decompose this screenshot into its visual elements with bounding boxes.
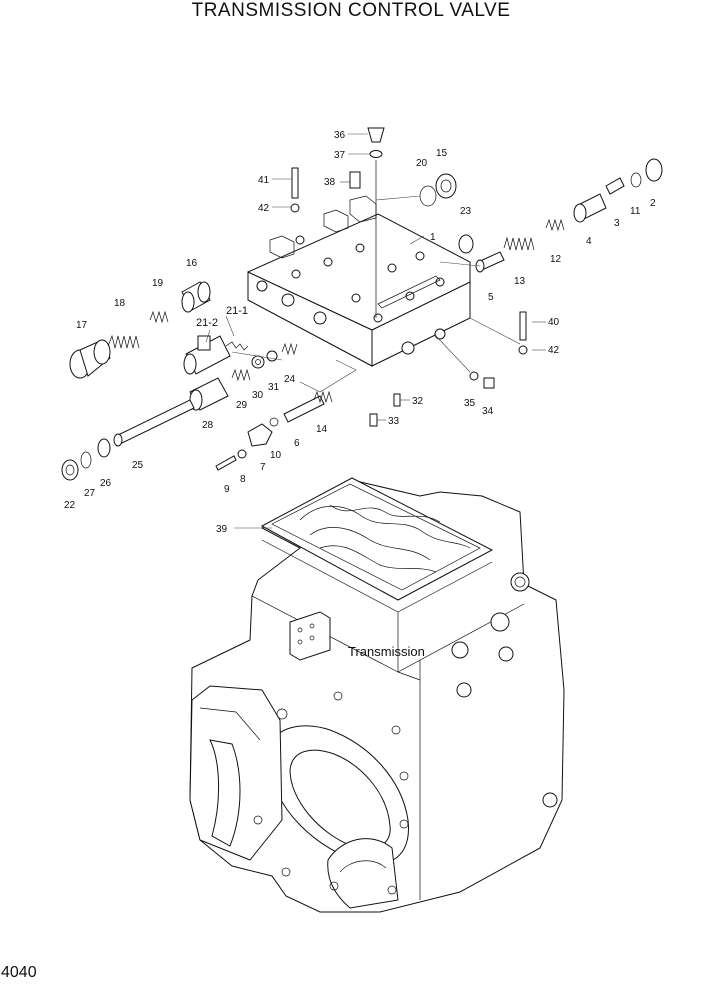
washer-30 (251, 355, 265, 369)
ring-27 (80, 451, 92, 469)
callout-21-2: 21-2 (196, 317, 218, 329)
callout-6: 6 (294, 438, 300, 449)
transmission-housing (189, 477, 565, 913)
callout-20: 20 (416, 158, 428, 169)
ring-10 (269, 417, 279, 427)
spring-29 (231, 368, 251, 382)
ring-35 (469, 371, 479, 381)
callout-2: 2 (650, 198, 656, 209)
plug-2 (645, 158, 663, 182)
page-number: 4040 (1, 964, 37, 981)
callout-8: 8 (240, 474, 246, 485)
callout-38: 38 (324, 177, 336, 188)
callout-23: 23 (460, 206, 472, 217)
callout-24: 24 (284, 374, 296, 385)
solenoid-21-1 (225, 341, 249, 351)
callout-36: 36 (334, 130, 346, 141)
callout-3: 3 (614, 218, 620, 229)
callout-17: 17 (76, 320, 88, 331)
cover-7 (247, 423, 273, 447)
cap-36 (367, 127, 385, 143)
callout-42b: 42 (548, 345, 560, 356)
callout-28: 28 (202, 420, 214, 431)
washer-42b (518, 345, 528, 355)
sleeve-28 (189, 377, 229, 411)
pin-3 (605, 177, 625, 195)
callout-41: 41 (258, 175, 270, 186)
callout-15: 15 (436, 148, 448, 159)
callout-37: 37 (334, 150, 346, 161)
bolt-41 (291, 167, 299, 199)
sleeve-16 (181, 281, 211, 313)
callout-42: 42 (258, 203, 270, 214)
callout-25: 25 (132, 460, 144, 471)
fitting-34 (483, 377, 495, 389)
callout-39: 39 (216, 524, 228, 535)
plug-4 (573, 193, 607, 223)
valve-body (247, 195, 471, 367)
callout-34: 34 (482, 406, 494, 417)
spool-6 (283, 395, 325, 423)
callout-4: 4 (586, 236, 592, 247)
ring-37 (369, 150, 383, 158)
spring-18 (107, 334, 140, 349)
plug-22 (61, 459, 79, 481)
callout-22: 22 (64, 500, 76, 511)
ring-31 (266, 350, 278, 362)
bolt-40 (519, 311, 527, 341)
callout-18: 18 (114, 298, 126, 309)
plug-23 (458, 234, 474, 254)
callout-5: 5 (488, 292, 494, 303)
callout-19: 19 (152, 278, 164, 289)
plug-15 (435, 173, 457, 199)
spring-24 (281, 342, 298, 356)
plug-33 (369, 413, 378, 427)
callout-16: 16 (186, 258, 198, 269)
callout-11: 11 (630, 206, 641, 217)
plug-32 (393, 393, 401, 407)
ring-26 (97, 438, 111, 458)
callout-29: 29 (236, 400, 248, 411)
spool-25 (113, 399, 195, 447)
plug-17 (69, 339, 111, 379)
transmission-label: Transmission (348, 644, 425, 659)
callout-10: 10 (270, 450, 282, 461)
callout-9: 9 (224, 484, 230, 495)
callout-7: 7 (260, 462, 266, 473)
callout-12: 12 (550, 254, 562, 265)
callout-30: 30 (252, 390, 264, 401)
callout-31: 31 (268, 382, 280, 393)
spool-5 (475, 251, 505, 273)
page-title: TRANSMISSION CONTROL VALVE (191, 0, 511, 21)
callout-13: 13 (514, 276, 526, 287)
callout-27: 27 (84, 488, 96, 499)
washer-8 (237, 449, 247, 459)
spring-12 (545, 218, 565, 232)
spring-19 (149, 310, 169, 324)
callout-1: 1 (430, 232, 436, 243)
callout-40: 40 (548, 317, 560, 328)
spring-14 (313, 390, 333, 404)
bolt-9 (215, 455, 237, 471)
callout-21-1: 21-1 (226, 305, 248, 317)
washer-42 (290, 203, 300, 213)
solenoid-21-2 (183, 335, 231, 375)
ring-20 (419, 185, 437, 207)
spring-13 (503, 236, 535, 251)
pin-38 (349, 171, 361, 189)
callout-32: 32 (412, 396, 424, 407)
callout-35: 35 (464, 398, 476, 409)
callout-33: 33 (388, 416, 400, 427)
callout-26: 26 (100, 478, 112, 489)
callout-14: 14 (316, 424, 328, 435)
ring-11 (630, 172, 642, 188)
